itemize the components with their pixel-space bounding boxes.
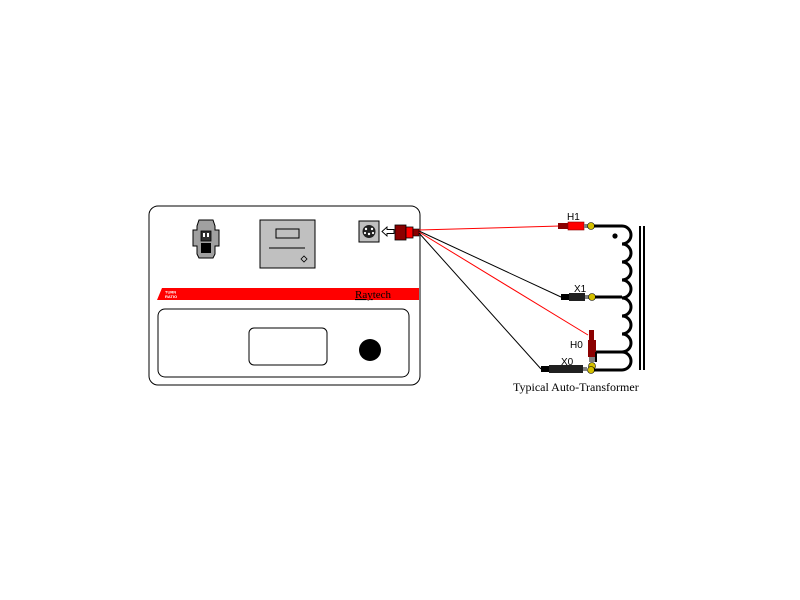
clip-x1[interactable] [561, 293, 596, 301]
left-arrow-icon [381, 225, 395, 238]
stripe-label-line1: TURN [165, 290, 176, 295]
lead-h0-wire [418, 231, 589, 336]
terminal-label-x1: X1 [574, 284, 587, 295]
lead-x1-wire [418, 230, 562, 298]
knob-icon[interactable] [359, 339, 381, 361]
polarity-dot [612, 233, 618, 239]
lead-h1-wire [418, 225, 561, 231]
display-window-icon [259, 219, 316, 269]
front-panel [157, 308, 410, 378]
readout-window [248, 327, 328, 366]
terminal-label-h0: H0 [570, 340, 583, 351]
power-inlet-icon[interactable] [192, 219, 220, 259]
clip-h0[interactable] [588, 330, 596, 370]
diagram-caption: Typical Auto-Transformer [513, 380, 639, 394]
terminal-label-h1: H1 [567, 212, 580, 223]
test-leads [394, 221, 596, 374]
terminal-label-x0: X0 [561, 357, 574, 368]
connector-socket-icon[interactable] [358, 220, 380, 243]
auto-transformer [594, 224, 645, 372]
test-instrument: TURN RATIO Raytech [148, 205, 421, 386]
brand-stripe: TURN RATIO Raytech [157, 288, 419, 301]
brand-logo: Raytech [355, 289, 392, 301]
clip-h1[interactable] [558, 221, 595, 231]
lead-x0-wire [418, 232, 542, 370]
stripe-label-line2: RATIO [165, 294, 177, 299]
